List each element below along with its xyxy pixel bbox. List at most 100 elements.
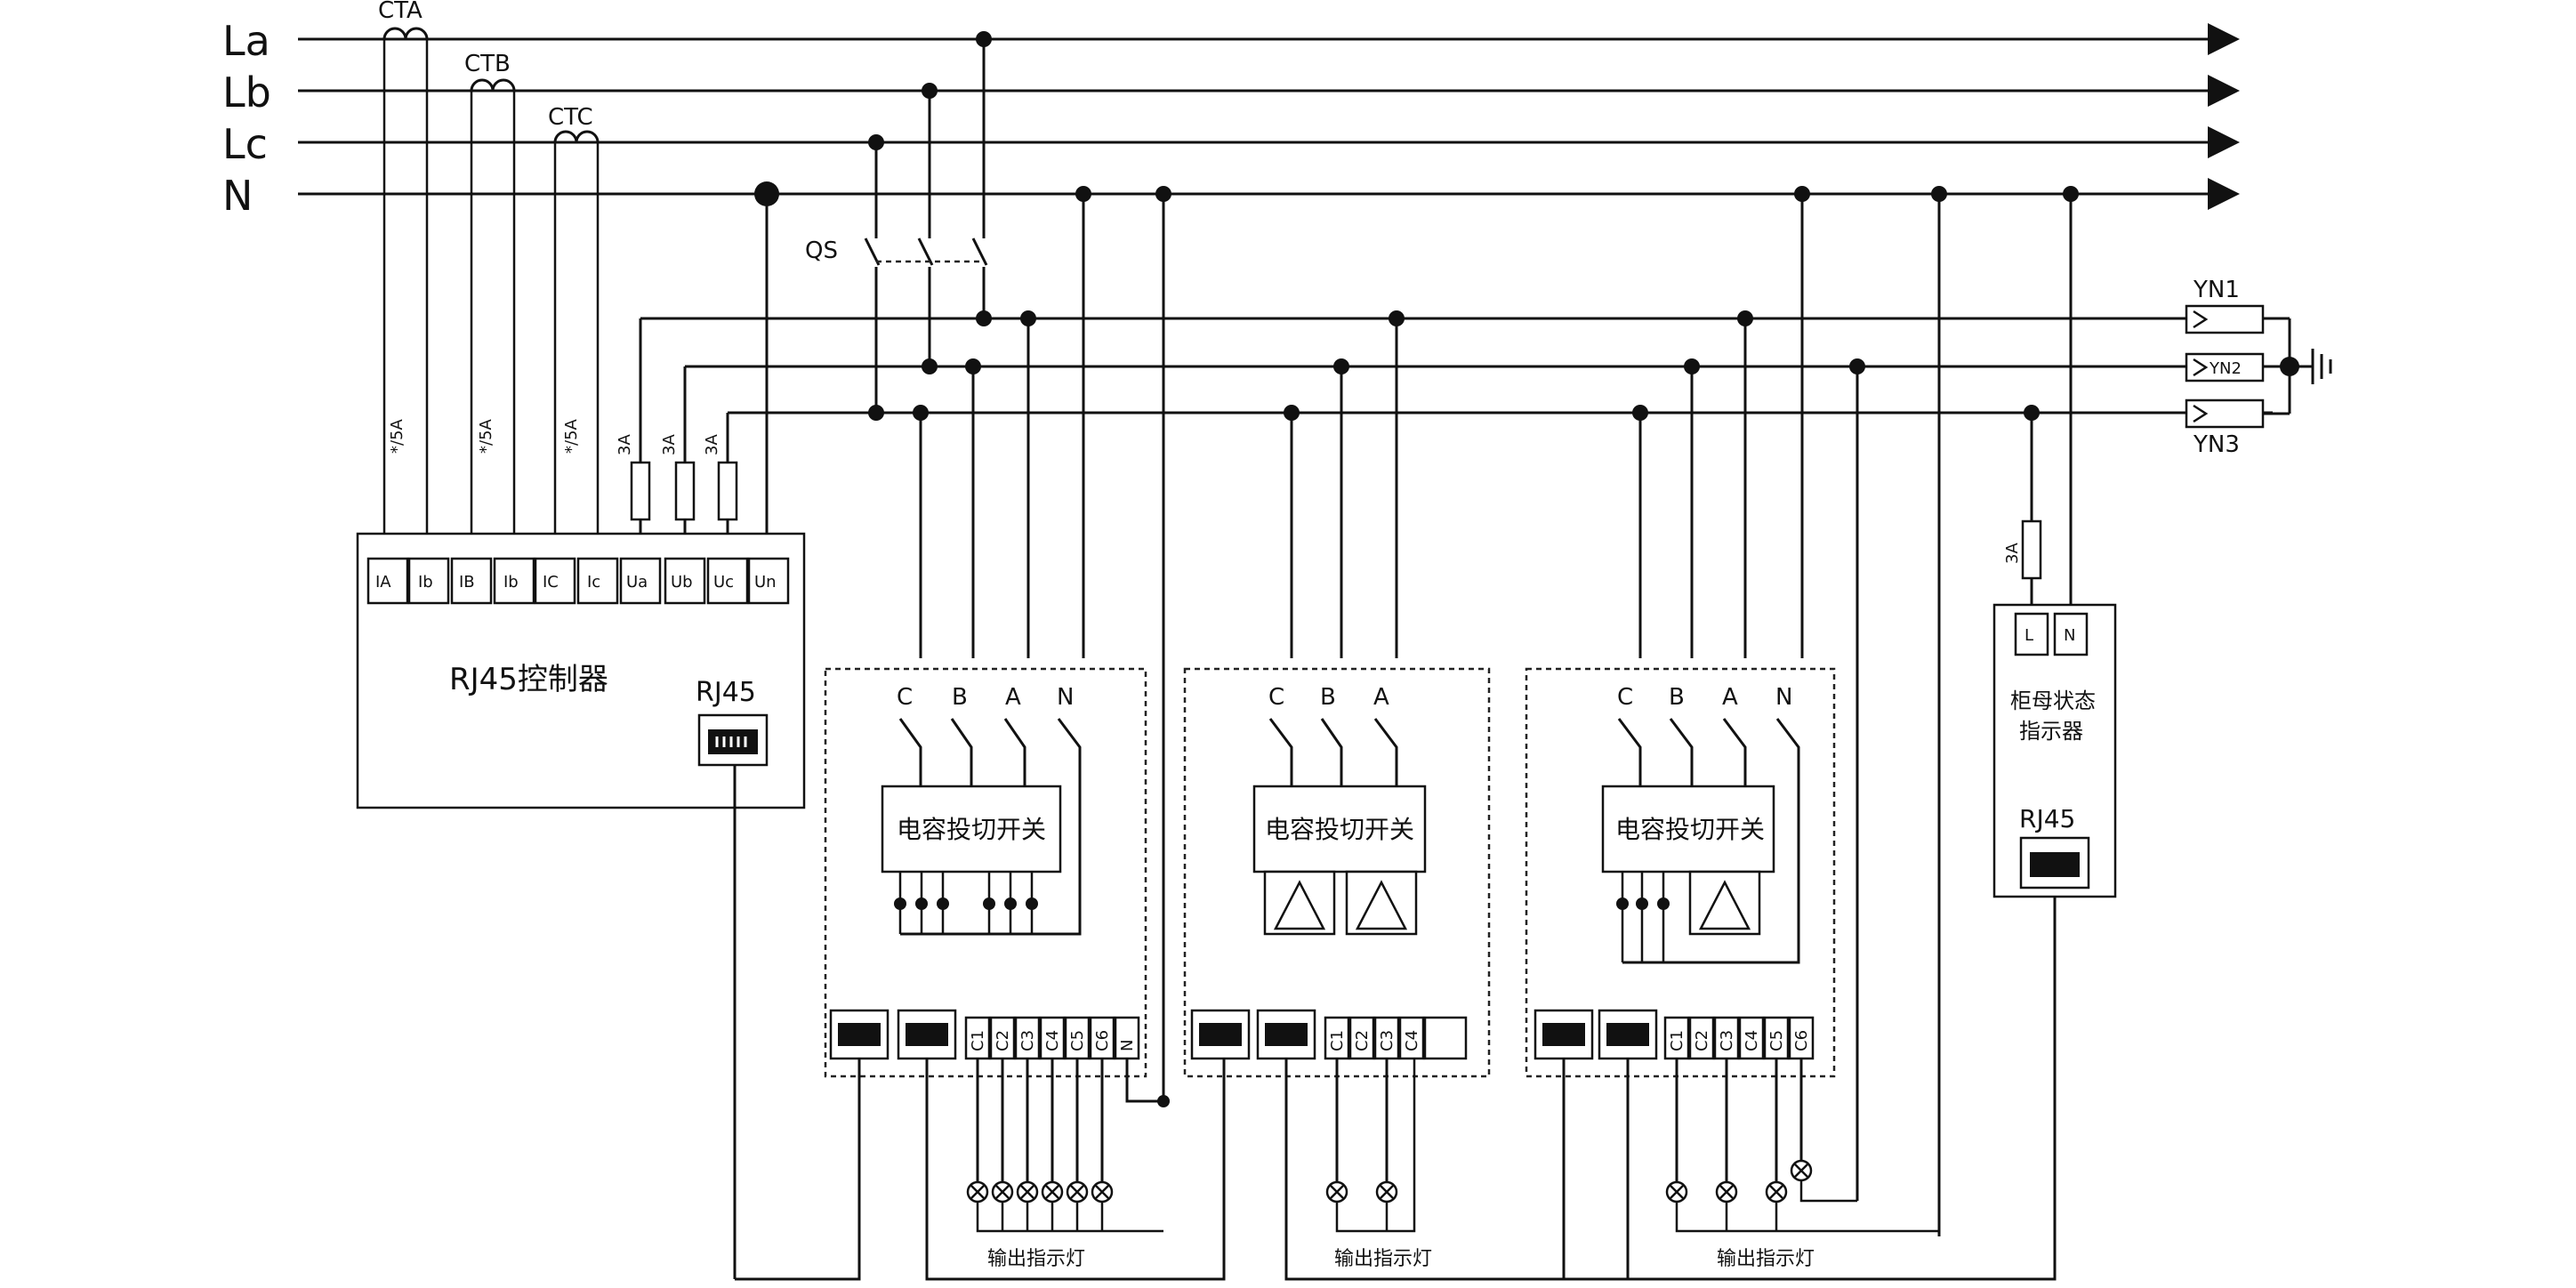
ct-a-coil-icon [382, 27, 429, 40]
module3-input-b: B [1669, 684, 1685, 711]
module1-terminal-c2: C2 [994, 1030, 1012, 1051]
indicator-fuse-icon [2021, 519, 2042, 580]
indicator-title-line2: 指示器 [2019, 719, 2083, 744]
terminal-ic2: Ic [587, 573, 600, 592]
terminal-ib2: Ib [503, 573, 519, 592]
bus-label-la: La [222, 17, 270, 65]
module3-rj45-port-b-icon [1598, 1009, 1658, 1060]
terminal-un: Un [754, 573, 777, 592]
module3-terminal-c4: C4 [1743, 1030, 1761, 1051]
switch-module-1: C B A N 电容投切开关 C1 C2 C3 C [735, 310, 1226, 1281]
module1-lamp-icon [966, 1180, 989, 1203]
fuse-uc-rating: 3A [703, 434, 721, 455]
arrester-yn2-icon: YN2 [2185, 352, 2265, 382]
module1-lamps-label: 输出指示灯 [987, 1248, 1085, 1270]
module3-lamp-icon [1765, 1180, 1788, 1203]
module2-input-a: A [1373, 684, 1389, 711]
module3-terminal-c1: C1 [1668, 1030, 1686, 1051]
module1-output-lamps [966, 1180, 1114, 1203]
module1-lamp-icon [991, 1180, 1014, 1203]
fuse-ua-icon [630, 461, 651, 521]
bus-la-arrow-icon [2208, 23, 2240, 55]
bus-lc-arrow-icon [2208, 126, 2240, 158]
module2-terminal-c1: C1 [1328, 1030, 1347, 1051]
module3-rj45-port-a-icon [1534, 1009, 1594, 1060]
arrester-yn3-label: YN3 [2193, 431, 2240, 458]
ct-c-label: CTC [548, 104, 593, 131]
module1-terminal-n: N [1118, 1040, 1137, 1051]
ct-a-label: CTA [378, 0, 423, 24]
bus-n-arrow-icon [2208, 178, 2240, 210]
arrester-yn1-label: YN1 [2193, 277, 2240, 303]
neutral-drops [754, 181, 2079, 1236]
module2-capacitor-bank-icon [1355, 880, 1408, 930]
main-buses: La Lb Lc N [222, 17, 2240, 220]
indicator-title-line1: 柜母状态 [2010, 688, 2096, 713]
ct-c-coil-icon [553, 130, 600, 143]
module2-lamps-label: 输出指示灯 [1334, 1248, 1432, 1270]
isolating-switch: QS [805, 31, 992, 413]
module1-terminal-c1: C1 [969, 1030, 987, 1051]
terminal-ib1: Ib [418, 573, 433, 592]
indicator-terminal-l: L [2025, 626, 2033, 645]
status-indicator: 3A L N 柜母状态 指示器 RJ45 [1992, 405, 2117, 898]
indicator-terminal-n: N [2064, 626, 2075, 645]
terminal-ib: IB [459, 573, 475, 592]
arrester-yn2-label: YN2 [2209, 359, 2242, 378]
terminal-uc: Uc [713, 573, 734, 592]
module1-terminal-c5: C5 [1068, 1030, 1087, 1051]
module1-input-n: N [1057, 684, 1074, 711]
module3-lamp-icon [1715, 1180, 1738, 1203]
rj45-controller: IA Ib IB Ib IC Ic Ua Ub Uc Un RJ45控制器 RJ… [356, 532, 806, 1279]
arrester-yn1-icon [2185, 304, 2265, 334]
module1-terminal-c3: C3 [1018, 1030, 1037, 1051]
controller-title: RJ45控制器 [449, 662, 608, 697]
module3-terminal-c2: C2 [1693, 1030, 1711, 1051]
module2-terminal-c2: C2 [1353, 1030, 1372, 1051]
module1-rj45-port-a-icon [829, 1009, 890, 1060]
bus-label-lb: Lb [222, 68, 271, 117]
controller-port-label: RJ45 [696, 677, 756, 708]
switch-module-3: C B A N 电容投切开关 C1 C2 C3 C4 C5 [1525, 310, 2057, 1281]
controller-terminals: IA Ib IB Ib IC Ic Ua Ub Uc Un [366, 557, 790, 605]
module3-terminal-c5: C5 [1767, 1030, 1786, 1051]
ct-b-coil-icon [470, 78, 516, 92]
module3-input-a: A [1722, 684, 1738, 711]
module3-lamp-icon [1665, 1180, 1688, 1203]
module1-lamp-icon [1041, 1180, 1064, 1203]
module3-lamp-icon [1790, 1159, 1813, 1182]
module2-input-b: B [1320, 684, 1336, 711]
bus-label-n: N [222, 172, 253, 220]
terminal-ub: Ub [671, 573, 693, 592]
fuse-ub-rating: 3A [660, 434, 679, 455]
ct-c-ratio: */5A [562, 418, 581, 454]
indicator-port-label: RJ45 [2019, 804, 2075, 833]
module1-terminal-c6: C6 [1093, 1030, 1112, 1051]
module1-terminal-c4: C4 [1043, 1030, 1062, 1051]
module2-terminal-c4: C4 [1403, 1030, 1421, 1051]
module1-input-c: C [897, 684, 913, 711]
module1-rj45-port-b-icon [897, 1009, 957, 1060]
module3-terminal-c3: C3 [1718, 1030, 1736, 1051]
module2-lamp-icon [1325, 1180, 1348, 1203]
fuse-uc-icon [717, 461, 738, 521]
ground-icon [2311, 349, 2332, 384]
terminal-ia: IA [375, 573, 391, 592]
fuse-ua-rating: 3A [616, 434, 634, 455]
ct-a-ratio: */5A [388, 418, 407, 454]
module2-lamp-icon [1375, 1180, 1398, 1203]
controller-rj45-port-icon [697, 713, 769, 767]
module1-input-a: A [1005, 684, 1021, 711]
secondary-buses: 3A 3A 3A [616, 310, 2273, 569]
arrester-yn3-icon [2185, 398, 2265, 429]
indicator-fuse-rating: 3A [2003, 543, 2022, 564]
module2-rj45-port-a-icon [1190, 1009, 1251, 1060]
module3-capacitor-bank-icon [1698, 880, 1751, 930]
indicator-rj45-port-icon [2019, 836, 2090, 890]
module2-switch-label: 电容投切开关 [1265, 815, 1414, 844]
module1-lamp-icon [1016, 1180, 1039, 1203]
module1-switch-label: 电容投切开关 [897, 815, 1046, 844]
ct-b-ratio: */5A [477, 418, 495, 454]
terminal-ic: IC [543, 573, 559, 592]
